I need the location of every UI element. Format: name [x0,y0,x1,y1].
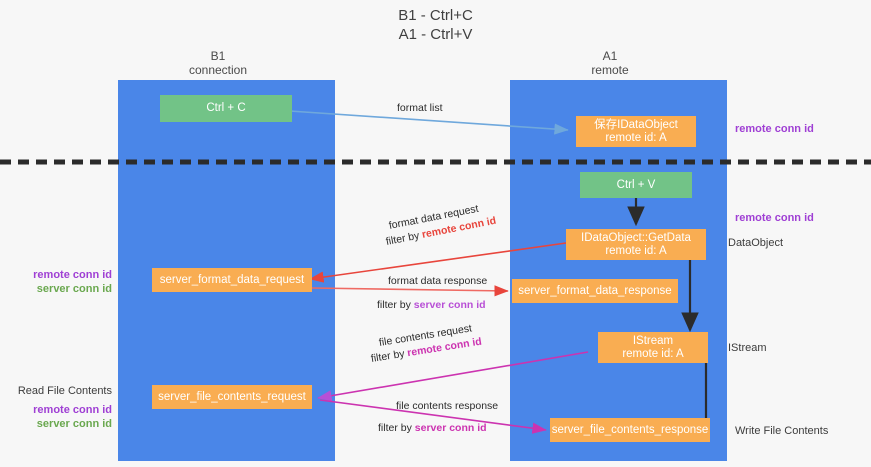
annotation-left-conn-ids-1: remote conn id server conn id [0,268,112,296]
title-line-1: B1 - Ctrl+C [398,7,473,24]
node-save-idataobject[interactable]: 保存IDataObject remote id: A [576,116,696,147]
annotation-right-istream: IStream [728,341,767,355]
lane-header-a1-name: A1 [602,49,618,63]
lane-header-b1-name: B1 [210,49,226,63]
annotation-key: remote conn id [735,212,814,224]
node-server-file-contents-response[interactable]: server_file_contents_response [550,418,710,442]
lane-header-b1-sub: connection [188,63,248,77]
annotation-note: IStream [728,342,767,354]
annotation-key-server: server conn id [36,283,112,295]
edge-label-format-data-response: format data response [388,274,487,288]
title-line-2: A1 - Ctrl+V [398,26,473,43]
edge-label-file-contents-response-text: file contents response [396,400,499,412]
diagram-title: B1 - Ctrl+C A1 - Ctrl+V [0,6,871,44]
node-ctrl-c[interactable]: Ctrl + C [160,95,292,122]
edge-format-data-response [311,285,509,297]
node-server-format-data-response[interactable]: server_format_data_response [512,279,678,303]
node-istream-line1: IStream [632,334,674,347]
edge-label-format-list: format list [397,101,443,115]
node-idataobject-getdata[interactable]: IDataObject::GetData remote id: A [566,229,706,260]
annotation-note: DataObject [728,237,784,249]
node-istream-line2: remote id: A [622,347,684,360]
annotation-key-remote: remote conn id [33,269,112,281]
node-server-file-contents-response-label: server_file_contents_response [551,423,709,436]
filter-key-server-conn-id: server conn id [414,422,487,434]
lane-header-a1-sub: remote [591,63,629,77]
node-server-file-contents-request[interactable]: server_file_contents_request [152,385,312,409]
lane-header-a1: A1 remote [510,49,710,77]
filter-prefix: filter by [370,347,409,365]
node-idataobject-getdata-line1: IDataObject::GetData [581,231,691,244]
node-save-idataobject-line2: remote id: A [605,131,667,144]
node-save-idataobject-line1: 保存IDataObject [594,118,678,131]
annotation-key-remote: remote conn id [33,404,112,416]
node-ctrl-c-label: Ctrl + C [206,102,246,114]
node-server-format-data-response-label: server_format_data_response [518,284,672,297]
node-ctrl-v[interactable]: Ctrl + V [580,172,692,198]
filter-prefix: filter by [378,422,415,434]
annotation-left-conn-ids-2: remote conn id server conn id [0,403,112,431]
annotation-right-remote-conn-id-2: remote conn id [735,211,814,225]
node-server-file-contents-request-label: server_file_contents_request [158,390,306,403]
lane-header-b1: B1 connection [118,49,318,77]
edge-label-format-data-response-filter: filter by server conn id [377,298,486,312]
annotation-note: Read File Contents [17,385,112,397]
edge-label-file-contents-response: file contents response [396,399,498,413]
node-idataobject-getdata-line2: remote id: A [605,244,667,257]
annotation-right-remote-conn-id-1: remote conn id [735,122,814,136]
node-ctrl-v-label: Ctrl + V [616,178,656,191]
annotation-right-write-file-contents: Write File Contents [735,424,828,438]
node-server-format-data-request-label: server_format_data_request [159,273,305,286]
edge-label-format-data-response-text: format data response [388,275,488,287]
filter-prefix: filter by [377,299,414,311]
annotation-right-dataobject: DataObject [728,236,783,250]
annotation-key: remote conn id [735,123,814,135]
node-server-format-data-request[interactable]: server_format_data_request [152,268,312,292]
edge-label-format-list-text: format list [397,102,443,114]
annotation-key-server: server conn id [36,418,112,430]
filter-key-server-conn-id: server conn id [413,299,486,311]
annotation-left-read-file-contents: Read File Contents [0,384,112,398]
annotation-note: Write File Contents [735,425,829,437]
node-istream[interactable]: IStream remote id: A [598,332,708,363]
edge-label-file-contents-response-filter: filter by server conn id [378,421,487,435]
